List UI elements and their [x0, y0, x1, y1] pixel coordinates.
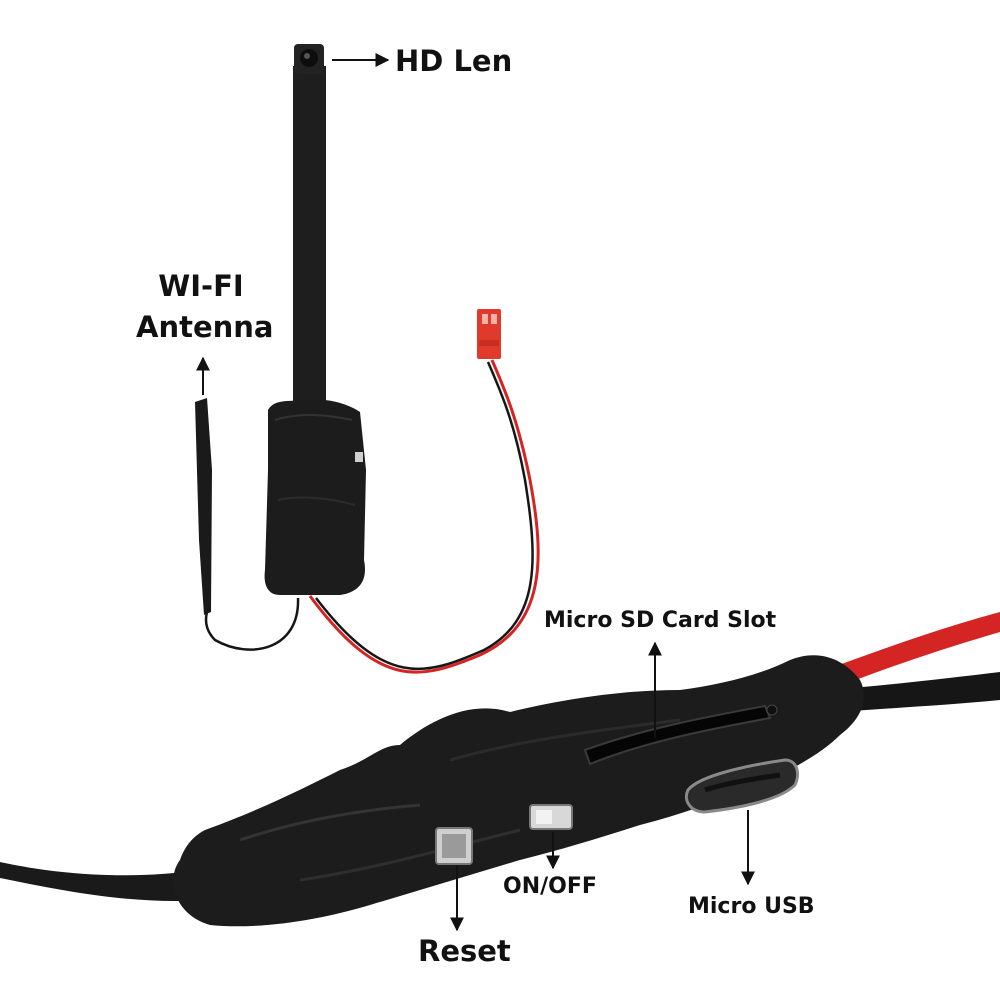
label-sd-slot: Micro SD Card Slot [544, 608, 777, 633]
black-wire-loop [315, 361, 534, 671]
label-wifi-line1: WI-FI [158, 269, 244, 303]
jst-connector [477, 309, 501, 359]
label-reset: Reset [418, 934, 511, 968]
antenna [195, 398, 212, 615]
label-hd-len: HD Len [395, 44, 513, 78]
antenna-cable [204, 597, 300, 651]
red-wire-loop [308, 359, 540, 674]
cable-left [0, 862, 205, 901]
red-wire-right [820, 612, 1000, 690]
black-wire-right [830, 672, 1000, 712]
sd-slot [583, 704, 772, 766]
lens-ribbon [293, 66, 326, 406]
label-micro-usb: Micro USB [688, 894, 815, 919]
label-wifi-line2: Antenna [136, 310, 274, 344]
usb-port [684, 758, 799, 814]
label-wifi-antenna: WI-FI Antenna [136, 269, 274, 344]
label-on-off: ON/OFF [503, 874, 597, 899]
